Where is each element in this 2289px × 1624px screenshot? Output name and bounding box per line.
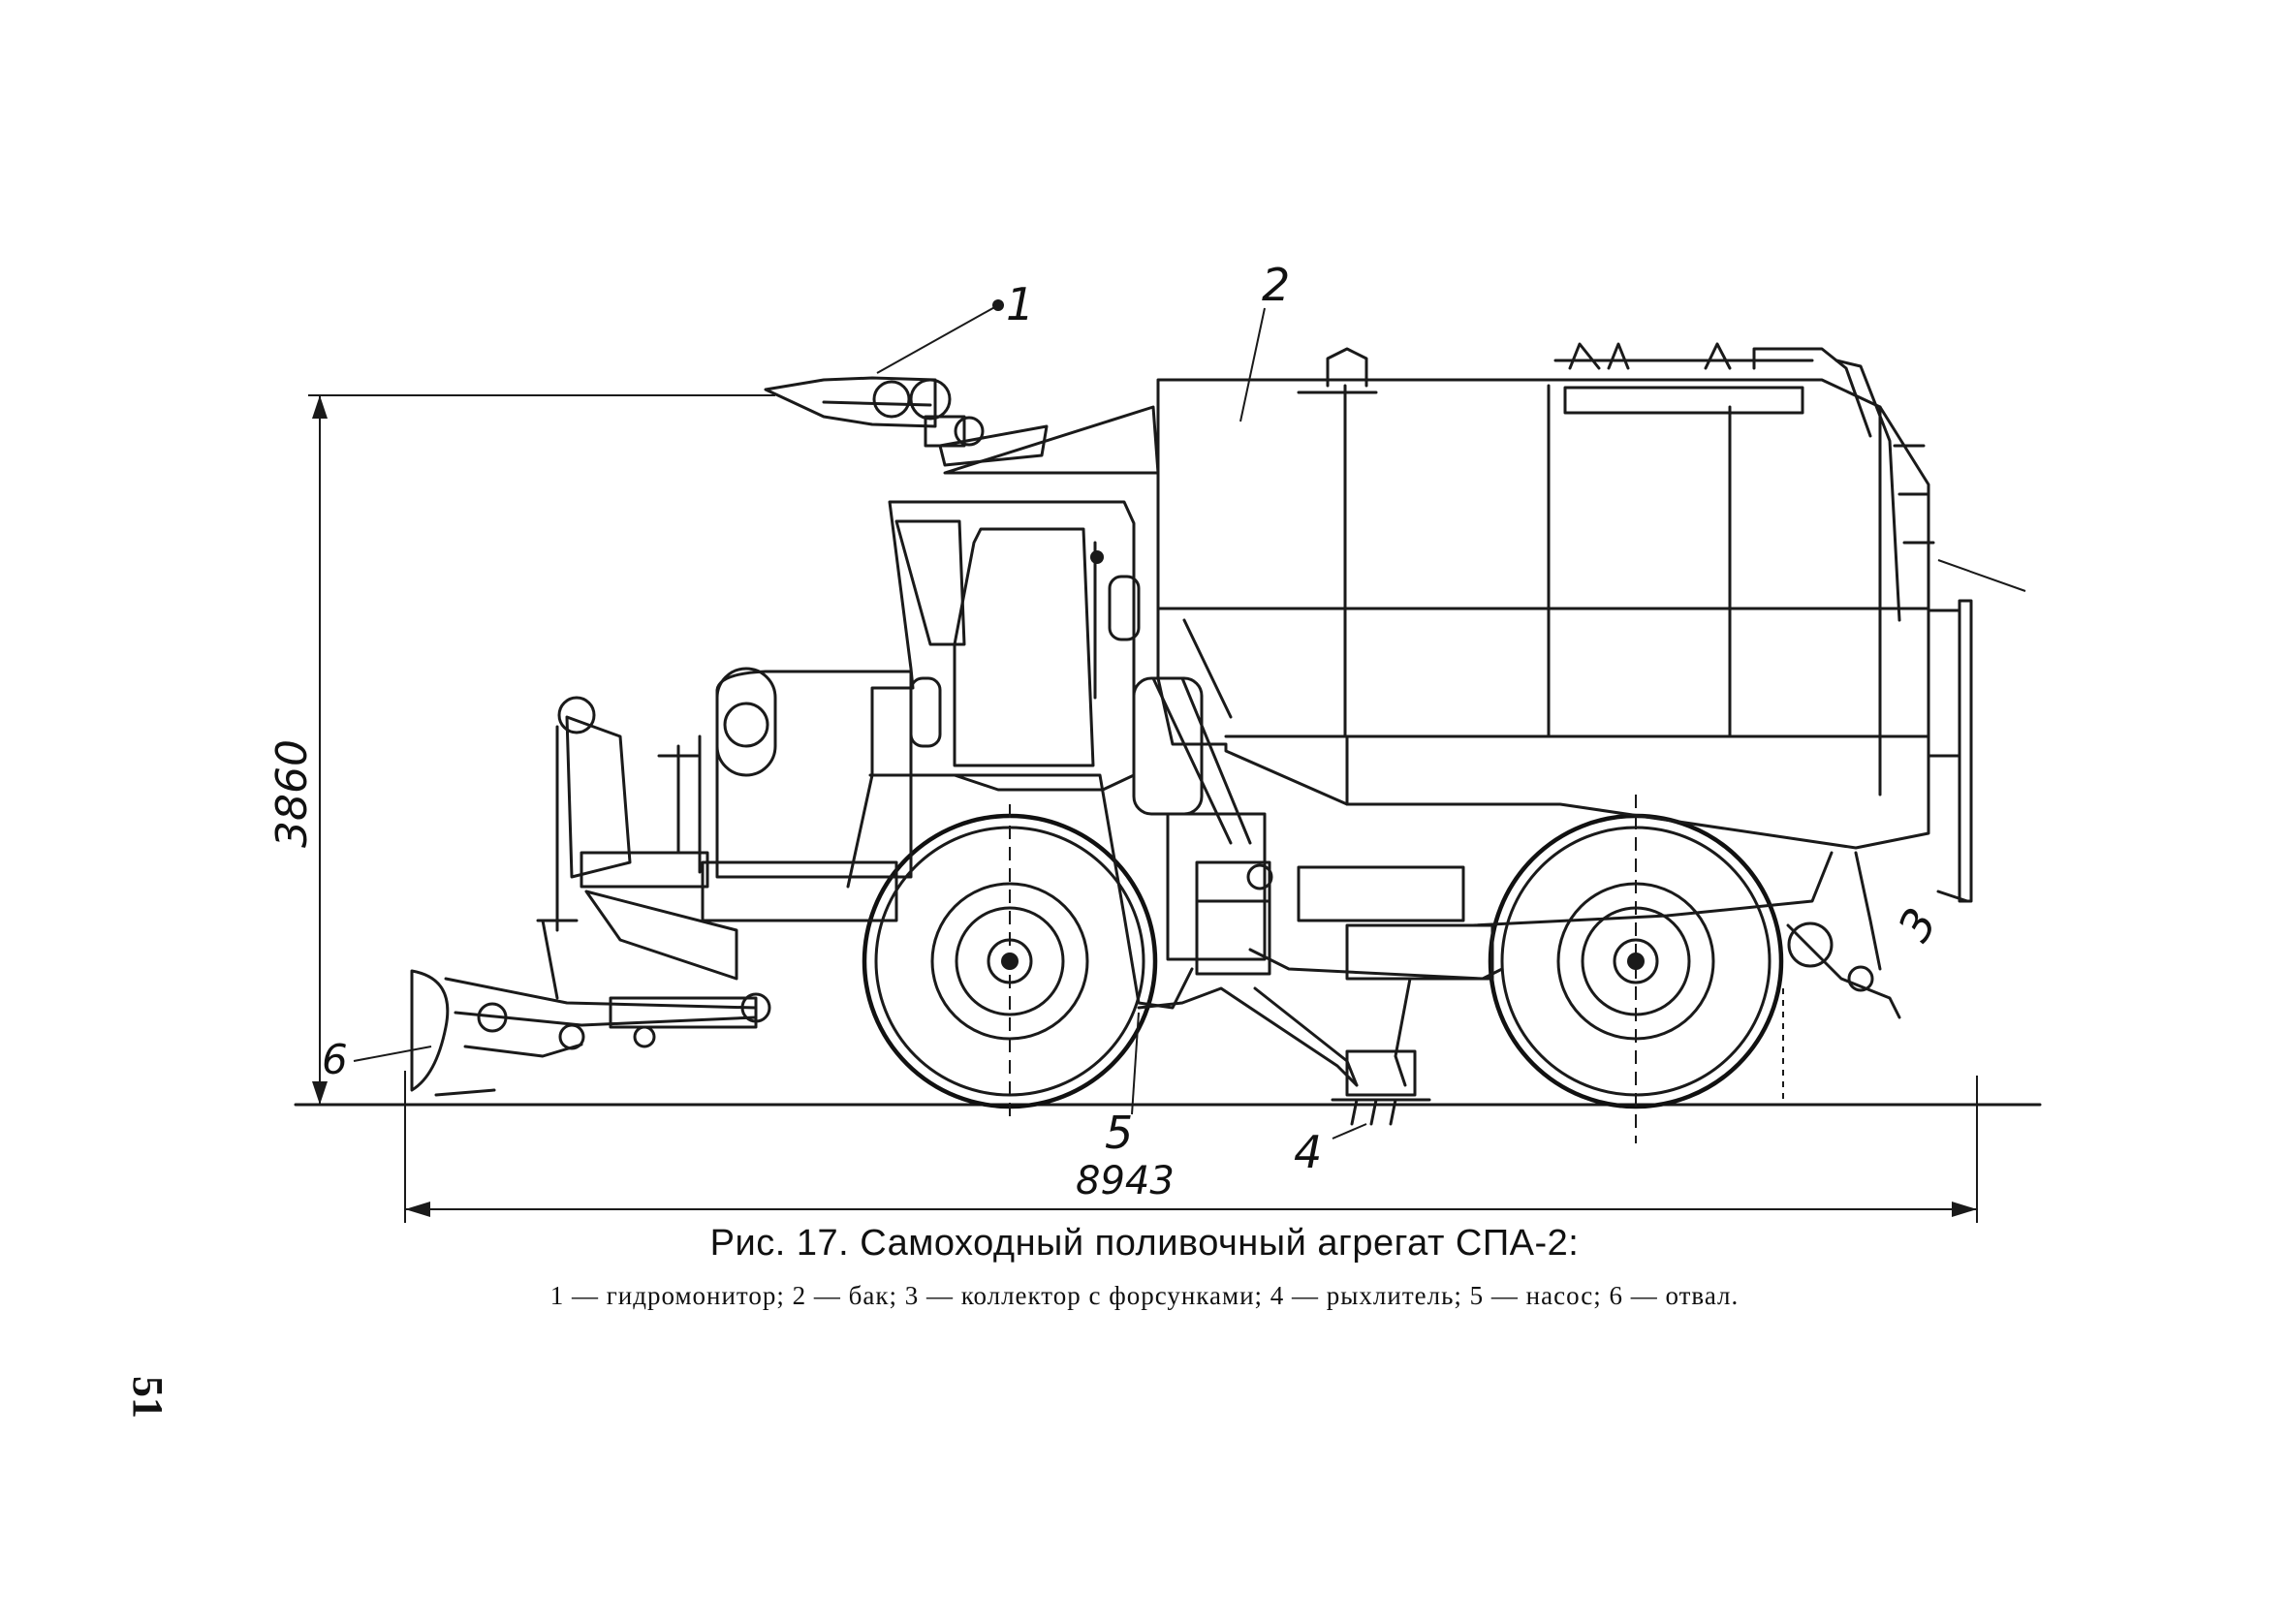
length-value: 8943 (1076, 1159, 1175, 1203)
spray-manifold (1927, 599, 1973, 903)
pump (1195, 860, 1273, 976)
plow (410, 919, 771, 1097)
callout-2: 2 (1262, 259, 1290, 311)
chassis (846, 618, 1834, 1087)
callout-6: 6 (322, 1036, 348, 1083)
front-wheel (862, 804, 1158, 1119)
figure-title: Рис. 17. Самоходный поливочный агрегат С… (709, 1223, 1580, 1264)
tank (1156, 342, 1935, 850)
hood (536, 667, 913, 981)
page-number: 51 (124, 1376, 172, 1419)
figure-legend: 1 — гидромонитор; 2 — бак; 3 — коллектор… (549, 1281, 1740, 1310)
callout-5: 5 (1105, 1107, 1133, 1159)
callout-4: 4 (1294, 1126, 1322, 1178)
callout-1: 1 (1006, 278, 1034, 330)
length-dimension: 8943 (404, 1071, 1978, 1223)
height-dimension: 3860 (267, 394, 775, 1105)
ripper (1253, 977, 1431, 1126)
rear-hitch (1782, 851, 1901, 1105)
hydromonitor (764, 376, 1160, 475)
rear-wheel (1488, 795, 1784, 1143)
height-value: 3860 (267, 739, 317, 848)
callout-3: 3 (1888, 899, 1947, 950)
